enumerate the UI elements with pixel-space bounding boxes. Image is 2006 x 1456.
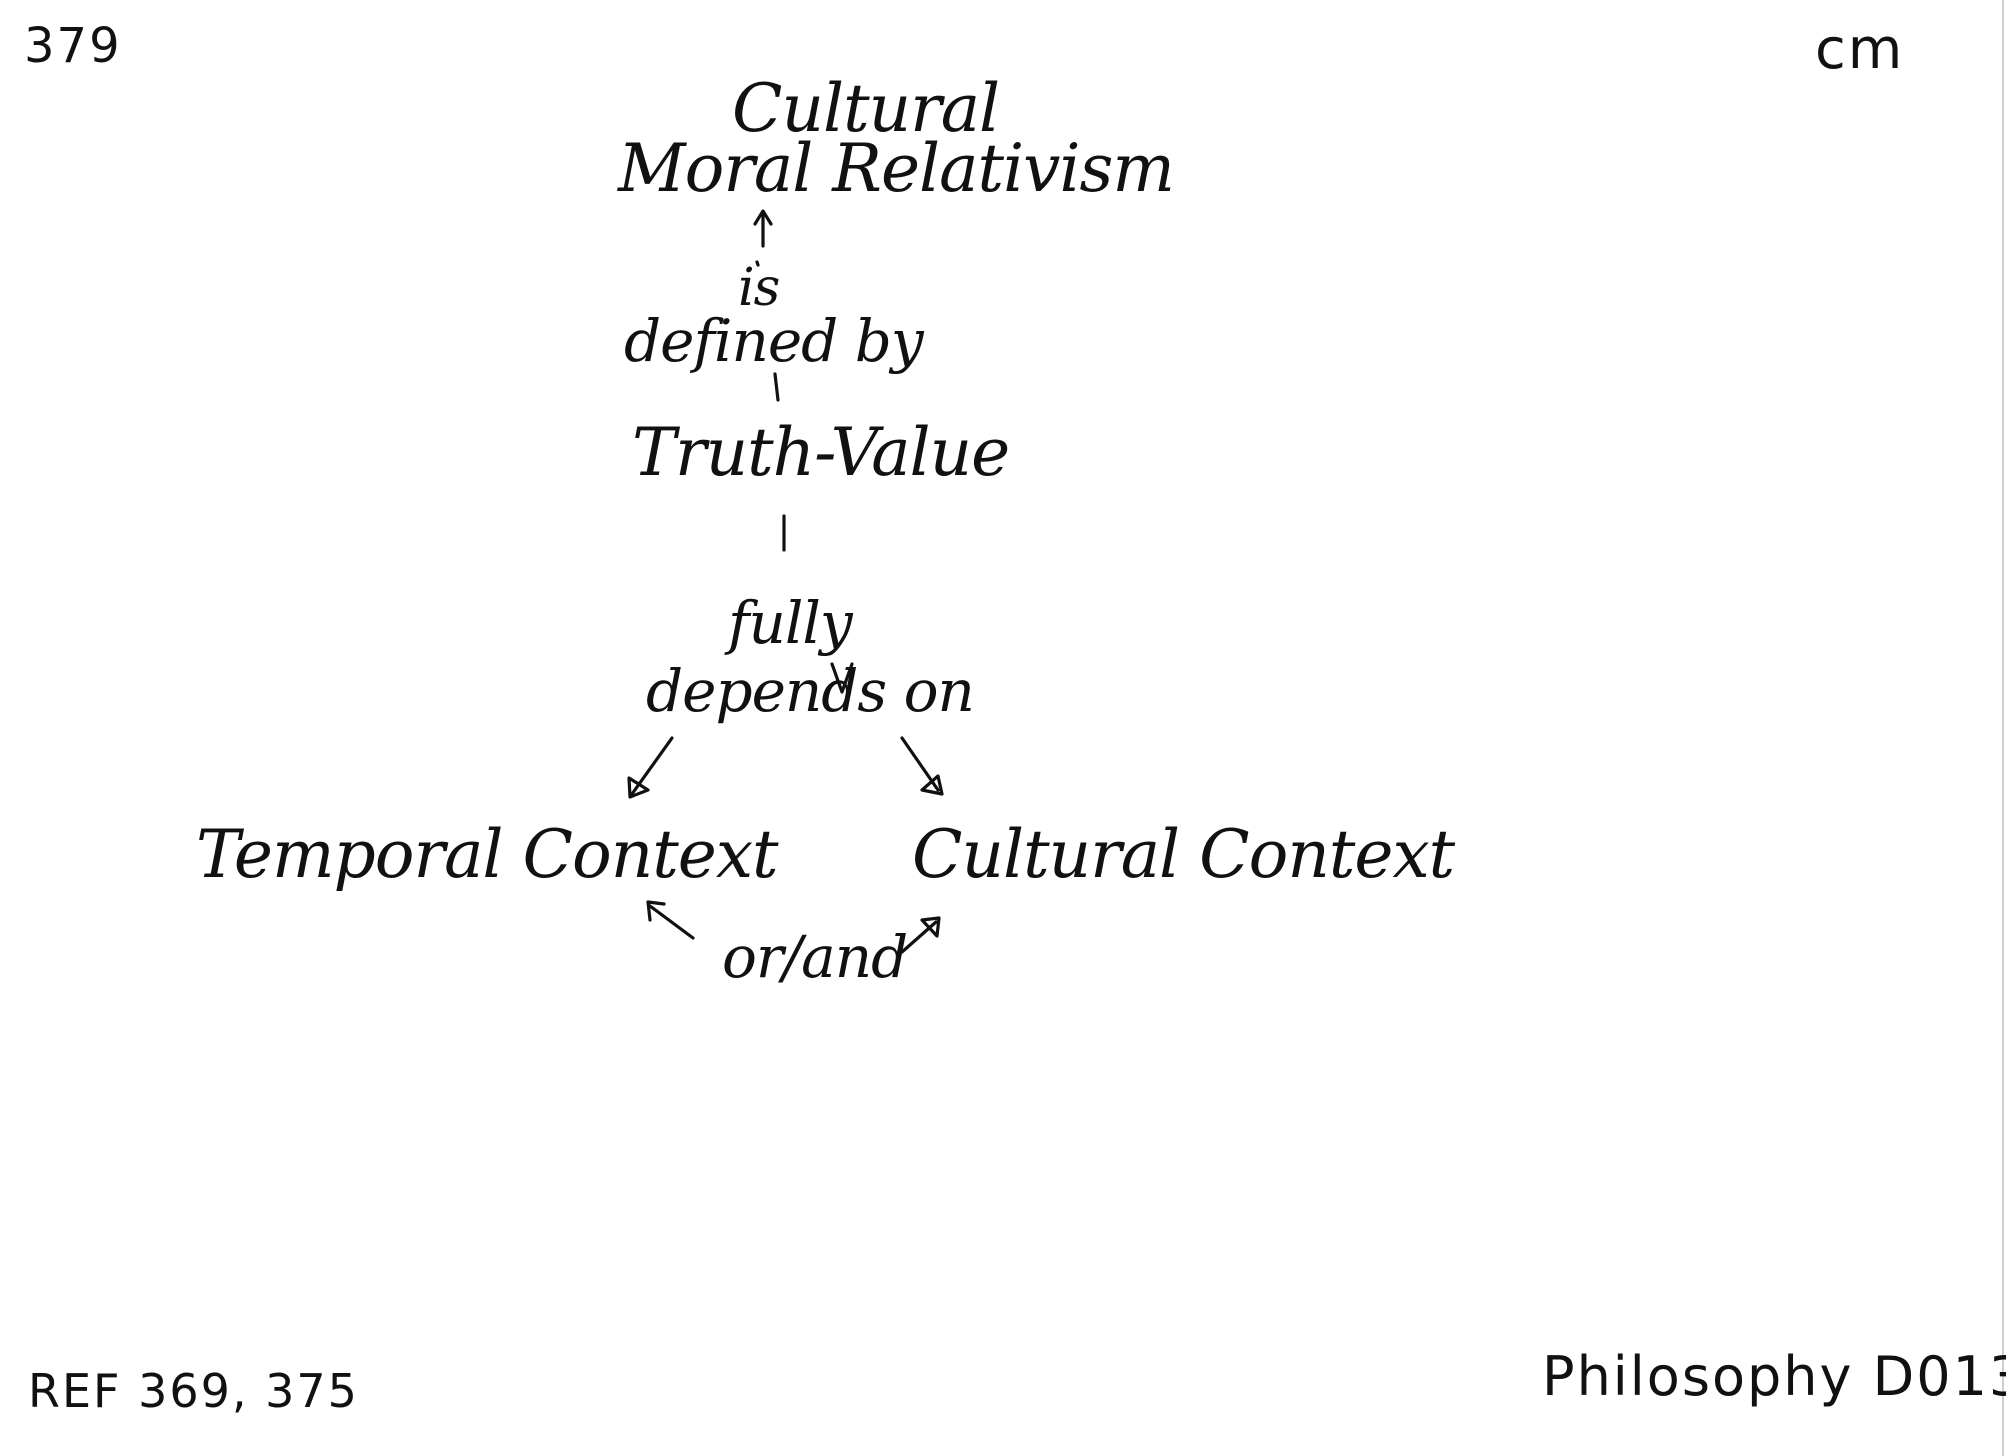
arrow-or-and-to-cultural <box>900 916 941 954</box>
node-cultural-context: Cultural Context <box>912 816 1455 893</box>
edge-label-is: is <box>738 258 780 318</box>
subject-code: Philosophy D01372 <box>1542 1345 2006 1408</box>
arrow-to-temporal-context <box>627 736 674 799</box>
node-truth-value: Truth-Value <box>632 414 1010 491</box>
reference-note: REF 369, 375 <box>28 1364 359 1418</box>
page-number: 379 <box>24 18 122 74</box>
node-temporal-context: Temporal Context <box>196 816 779 893</box>
edge-label-or-and: or/and <box>722 923 908 991</box>
arrow-to-moral-relativism <box>753 209 773 248</box>
page-edge-line <box>2002 0 2004 1456</box>
edge-label-depends-on: depends on <box>646 657 975 725</box>
edge-label-fully: fully <box>728 589 853 657</box>
node-cultural-word: Cultural <box>732 70 1000 147</box>
insertion-caret <box>830 662 854 694</box>
line-defined-by-to-truth-value <box>773 372 780 402</box>
author-initials: cm <box>1815 17 1905 82</box>
node-moral-relativism: Moral Relativism <box>618 130 1175 207</box>
dot-above-is <box>755 260 760 267</box>
arrow-or-and-to-temporal <box>646 900 695 940</box>
edge-label-defined-by: defined by <box>624 307 924 375</box>
arrow-to-cultural-context <box>900 736 944 796</box>
